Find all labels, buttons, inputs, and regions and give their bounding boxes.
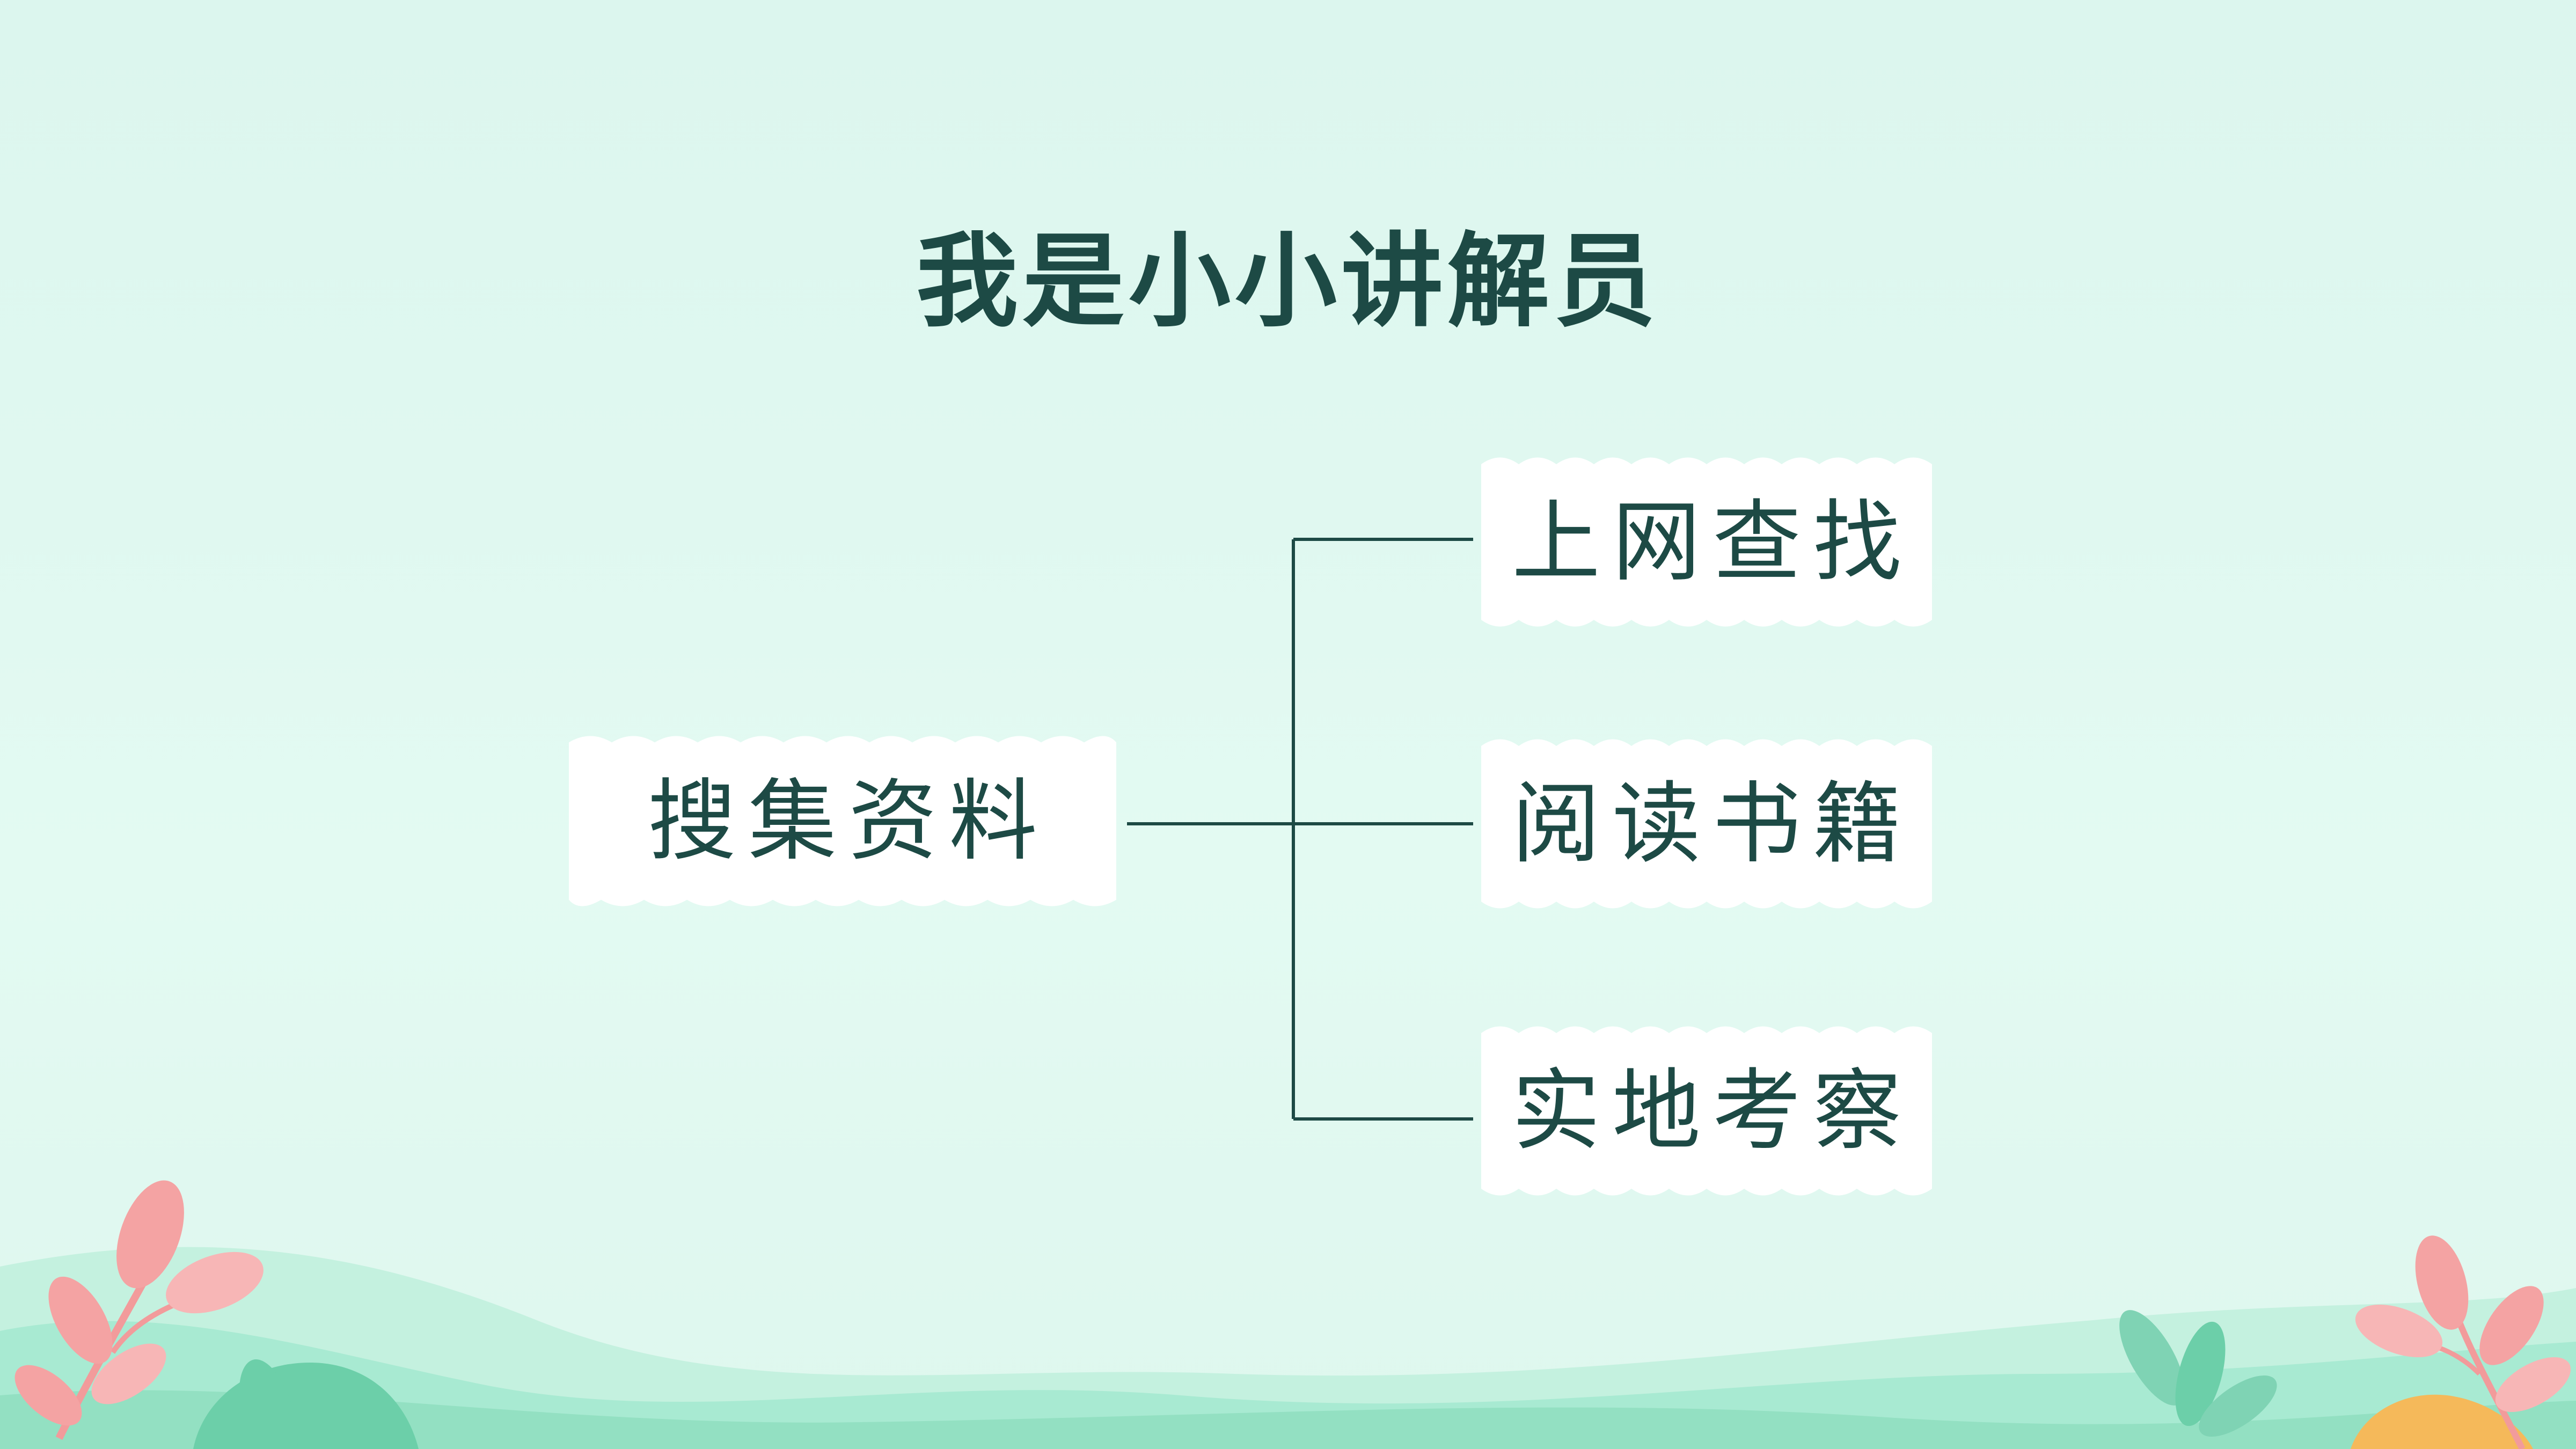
wavy-card-bg [569,736,1116,906]
branch-node-label-2: 阅读书籍 [1512,772,1913,875]
wavy-card-bg [1481,1026,1932,1196]
hill-mid [0,1321,2576,1449]
hill-back [0,1247,2576,1449]
branch-node-card-2: 阅读书籍 [1473,730,1940,918]
pink-leaf-branch-right-icon [2355,1235,2571,1449]
slide-title: 我是小小讲解员 [916,222,1660,341]
wavy-card-bg [1481,457,1932,627]
green-leaf-left-icon [239,1359,298,1449]
branch-node-card-3: 实地考察 [1473,1017,1940,1205]
root-node-card: 搜集资料 [558,727,1127,915]
green-leaf-right-icon [2119,1310,2277,1437]
green-mound-left [193,1363,419,1449]
branch-node-card-1: 上网查找 [1473,448,1940,636]
pink-leaf-branch-icon [14,1180,264,1440]
hill-front [0,1390,2576,1449]
root-node-label: 搜集资料 [648,769,1049,873]
branch-node-label-1: 上网查找 [1512,490,1913,594]
wavy-card-bg [1481,739,1932,909]
branch-node-label-3: 实地考察 [1512,1059,1913,1162]
orange-mound-right [2351,1394,2533,1449]
